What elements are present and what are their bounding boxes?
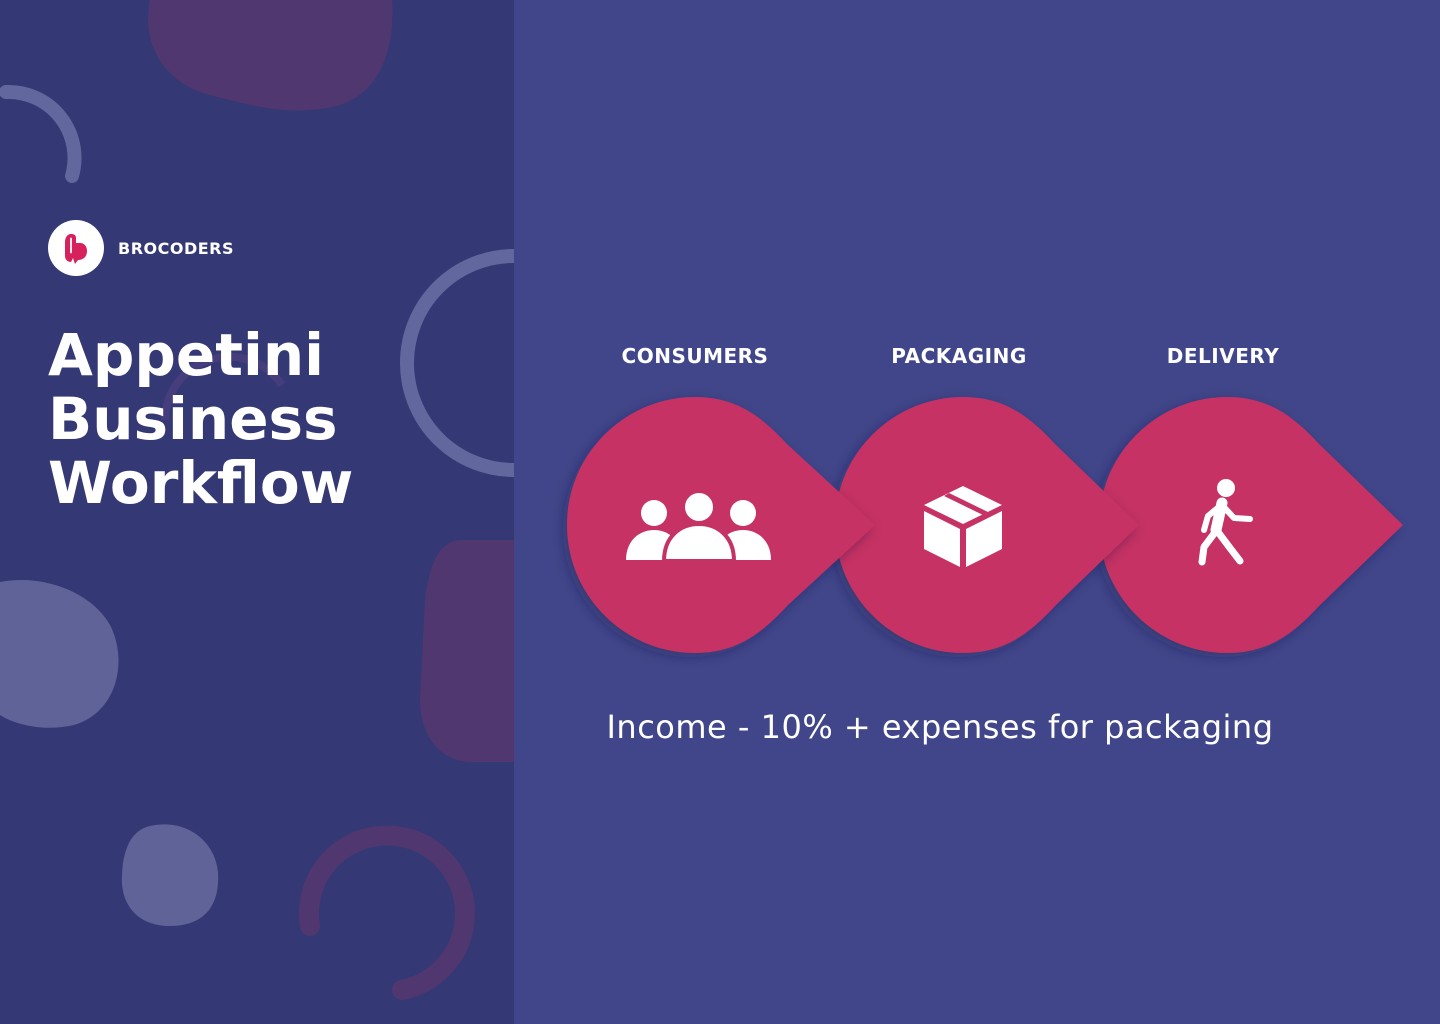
workflow-formula: Income - 10% + expenses for packaging xyxy=(606,708,1274,746)
walking-person-icon xyxy=(1198,479,1253,566)
step-label-packaging: PACKAGING xyxy=(891,344,1027,368)
brand-name: BROCODERS xyxy=(118,238,235,258)
deco-blob-bottom xyxy=(121,824,219,926)
title-line: Workflow xyxy=(48,449,354,517)
package-box-icon xyxy=(924,486,1002,567)
deco-ring-bottom xyxy=(299,825,475,1000)
step-drop-delivery xyxy=(1099,397,1403,653)
deco-ring-faint xyxy=(161,352,286,421)
title-line: Business xyxy=(48,385,338,453)
decorative-shapes xyxy=(0,0,514,1000)
brocoders-logo-icon xyxy=(48,220,104,276)
deco-arc-small xyxy=(0,84,82,183)
deco-blob-left xyxy=(0,579,119,728)
users-group-icon xyxy=(626,489,771,563)
step-label-consumers: CONSUMERS xyxy=(621,344,769,368)
deco-blob-top xyxy=(148,0,393,111)
title-line: Appetini xyxy=(48,321,325,389)
deco-blob-right xyxy=(420,540,514,762)
brand[interactable]: BROCODERS xyxy=(48,220,234,276)
step-label-delivery: DELIVERY xyxy=(1166,344,1280,368)
left-panel: BROCODERS Appetini Business Workflow xyxy=(0,0,514,1024)
page-title: Appetini Business Workflow xyxy=(48,323,353,515)
step-drop-consumers xyxy=(567,397,875,653)
deco-ring-large xyxy=(400,249,514,477)
